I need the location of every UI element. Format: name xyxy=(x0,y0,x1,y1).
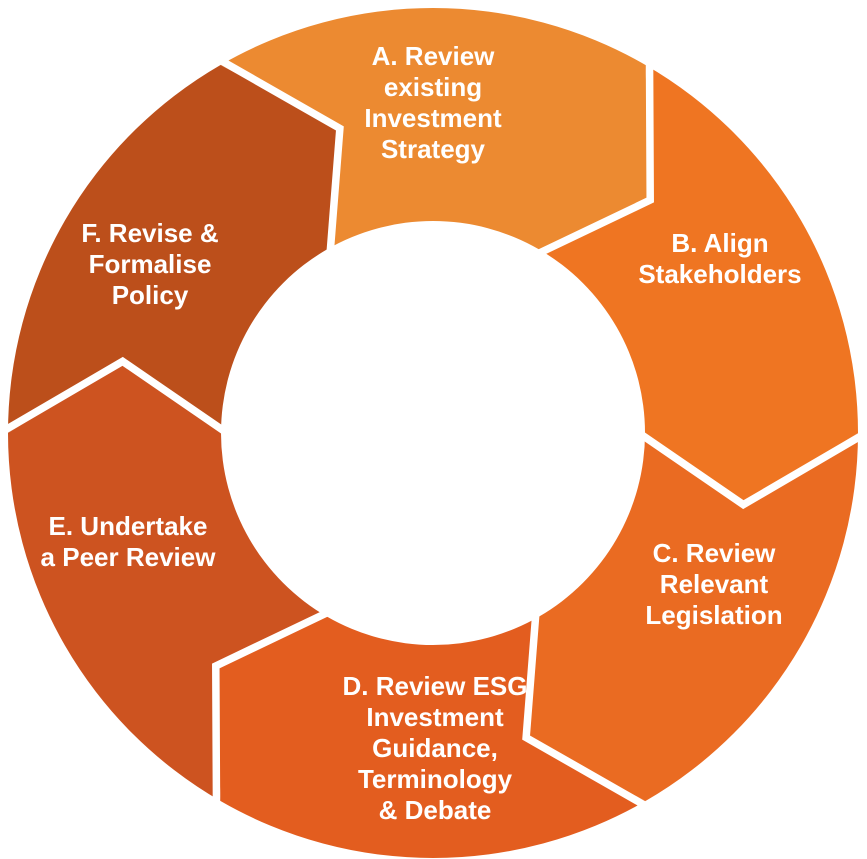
segment-divider-gap xyxy=(522,611,652,812)
segment-divider-gap xyxy=(212,608,332,809)
segment-f-arrow-shape xyxy=(8,64,340,433)
segment-c-arrow-shape xyxy=(526,433,858,802)
segment-divider-gap xyxy=(0,356,230,437)
segment-d-arrow-shape xyxy=(215,616,646,858)
segment-b-arrow-shape xyxy=(539,64,858,505)
segment-divider-gap xyxy=(214,54,344,255)
segment-a-arrow-shape xyxy=(220,8,651,250)
segment-e-arrow-shape xyxy=(7,361,327,802)
segment-divider-gap xyxy=(636,429,867,510)
segment-divider-gap xyxy=(534,57,654,258)
